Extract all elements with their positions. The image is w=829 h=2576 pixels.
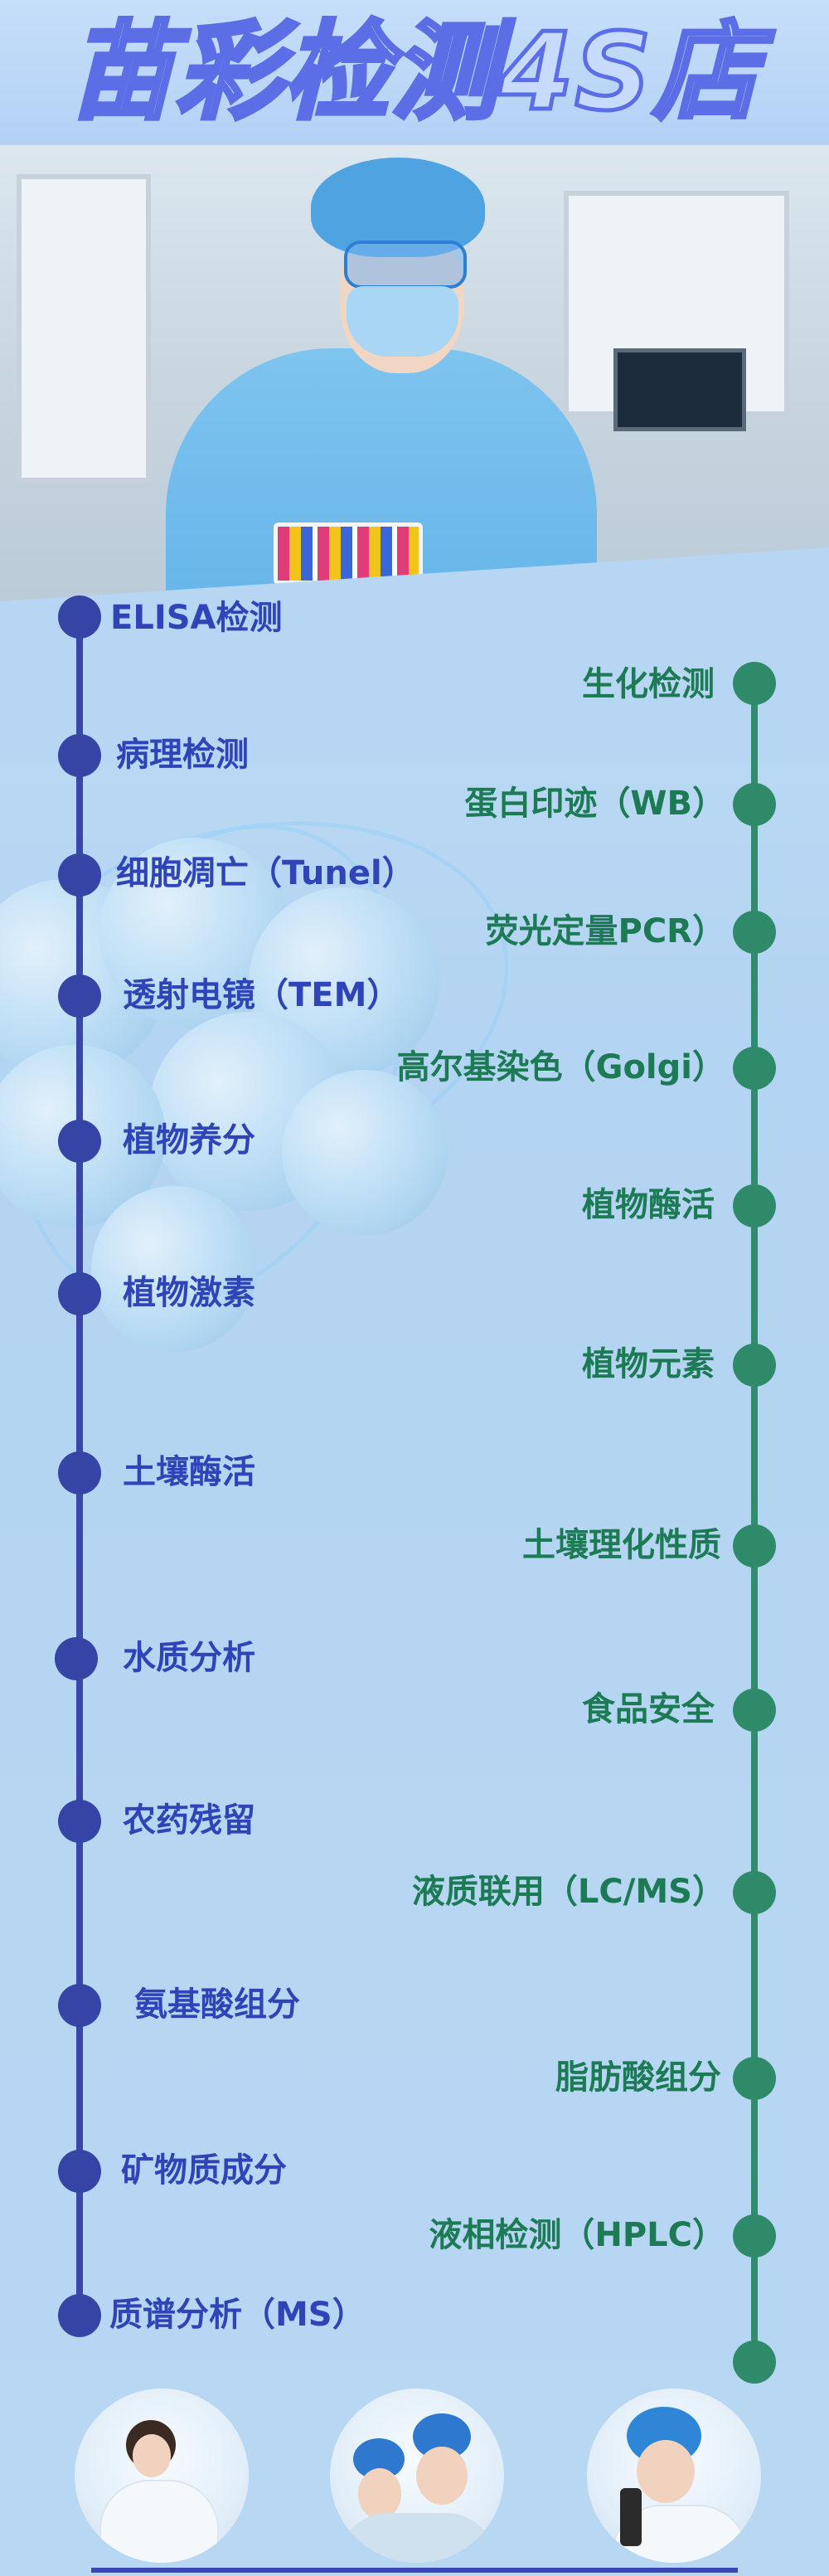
- right-timeline-dot: [733, 1871, 776, 1914]
- left-item-label: 植物激素: [123, 1274, 255, 1312]
- lab-window: [17, 174, 151, 483]
- right-item-label: 脂肪酸组分: [555, 2058, 721, 2097]
- right-timeline-dot: [733, 1047, 776, 1090]
- right-item-label: 高尔基染色（Golgi）: [396, 1048, 725, 1086]
- left-timeline-dot: [58, 734, 101, 777]
- left-timeline-dot: [58, 1120, 101, 1163]
- right-item-label: 植物元素: [582, 1345, 715, 1383]
- right-item-label: 生化检测: [582, 665, 715, 703]
- researcher-face: [637, 2440, 695, 2503]
- left-timeline-dot: [58, 975, 101, 1018]
- left-item-label: 土壤酶活: [123, 1453, 255, 1491]
- left-item-label: 农药残留: [123, 1801, 255, 1840]
- lab-coat: [338, 2513, 496, 2563]
- lab-monitor: [613, 348, 746, 431]
- left-item-label: 氨基酸组分: [134, 1985, 300, 2024]
- bottom-divider: [91, 2568, 738, 2573]
- right-timeline-line: [751, 676, 758, 2368]
- right-timeline-dot: [733, 662, 776, 705]
- left-item-label: 透射电镜（TEM）: [123, 976, 400, 1014]
- right-timeline-dot: [733, 2214, 776, 2258]
- left-item-label: 质谱分析（MS）: [109, 2296, 366, 2334]
- left-timeline-dot: [58, 1451, 101, 1495]
- left-item-label: 细胞凋亡（Tunel）: [116, 854, 415, 892]
- researcher-face: [358, 2468, 401, 2520]
- page-title: 苗彩检测4S店: [66, 9, 761, 137]
- left-timeline-dot: [58, 853, 101, 897]
- left-timeline-dot: [58, 2294, 101, 2337]
- title-banner: 苗彩检测4S店: [0, 0, 829, 145]
- lab-photo-circle: [587, 2389, 761, 2563]
- left-item-label: 矿物质成分: [121, 2151, 287, 2190]
- lab-coat: [99, 2480, 219, 2563]
- left-timeline-dot: [58, 2150, 101, 2193]
- right-item-label: 蛋白印迹（WB）: [464, 785, 725, 823]
- right-timeline-dot: [733, 783, 776, 826]
- left-timeline-dot: [58, 595, 101, 639]
- lab-photo-circle: [330, 2389, 504, 2563]
- safety-goggles: [344, 241, 467, 289]
- right-timeline-dot: [733, 2340, 776, 2384]
- left-timeline-dot: [58, 1272, 101, 1315]
- right-item-label: 荧光定量PCR）: [485, 912, 725, 950]
- researcher-face: [133, 2434, 171, 2477]
- hero-lab-photo: [0, 141, 829, 655]
- left-item-label: 植物养分: [123, 1121, 255, 1159]
- left-timeline-dot: [55, 1637, 98, 1680]
- right-timeline-dot: [733, 911, 776, 954]
- microscope-icon: [620, 2488, 642, 2546]
- face-mask: [347, 286, 458, 357]
- right-item-label: 植物酶活: [582, 1186, 715, 1224]
- right-item-label: 土壤理化性质: [522, 1526, 721, 1564]
- right-item-label: 食品安全: [582, 1690, 715, 1728]
- sample-tube-rack: [274, 522, 423, 585]
- left-item-label: 水质分析: [123, 1639, 255, 1677]
- molecule-sphere: [282, 1070, 448, 1236]
- right-timeline-dot: [733, 1524, 776, 1567]
- left-timeline-dot: [58, 1800, 101, 1843]
- right-item-label: 液相检测（HPLC）: [429, 2216, 725, 2254]
- lab-photo-circle: [75, 2389, 249, 2563]
- right-timeline-dot: [733, 1184, 776, 1227]
- right-item-label: 液质联用（LC/MS）: [411, 1873, 725, 1911]
- molecule-sphere: [91, 1186, 257, 1352]
- right-timeline-dot: [733, 2057, 776, 2100]
- left-item-label: 病理检测: [116, 736, 249, 774]
- right-timeline-dot: [733, 1689, 776, 1732]
- left-timeline-dot: [58, 1984, 101, 2027]
- left-item-label: ELISA检测: [110, 599, 283, 637]
- right-timeline-dot: [733, 1344, 776, 1387]
- researcher-face: [416, 2447, 468, 2505]
